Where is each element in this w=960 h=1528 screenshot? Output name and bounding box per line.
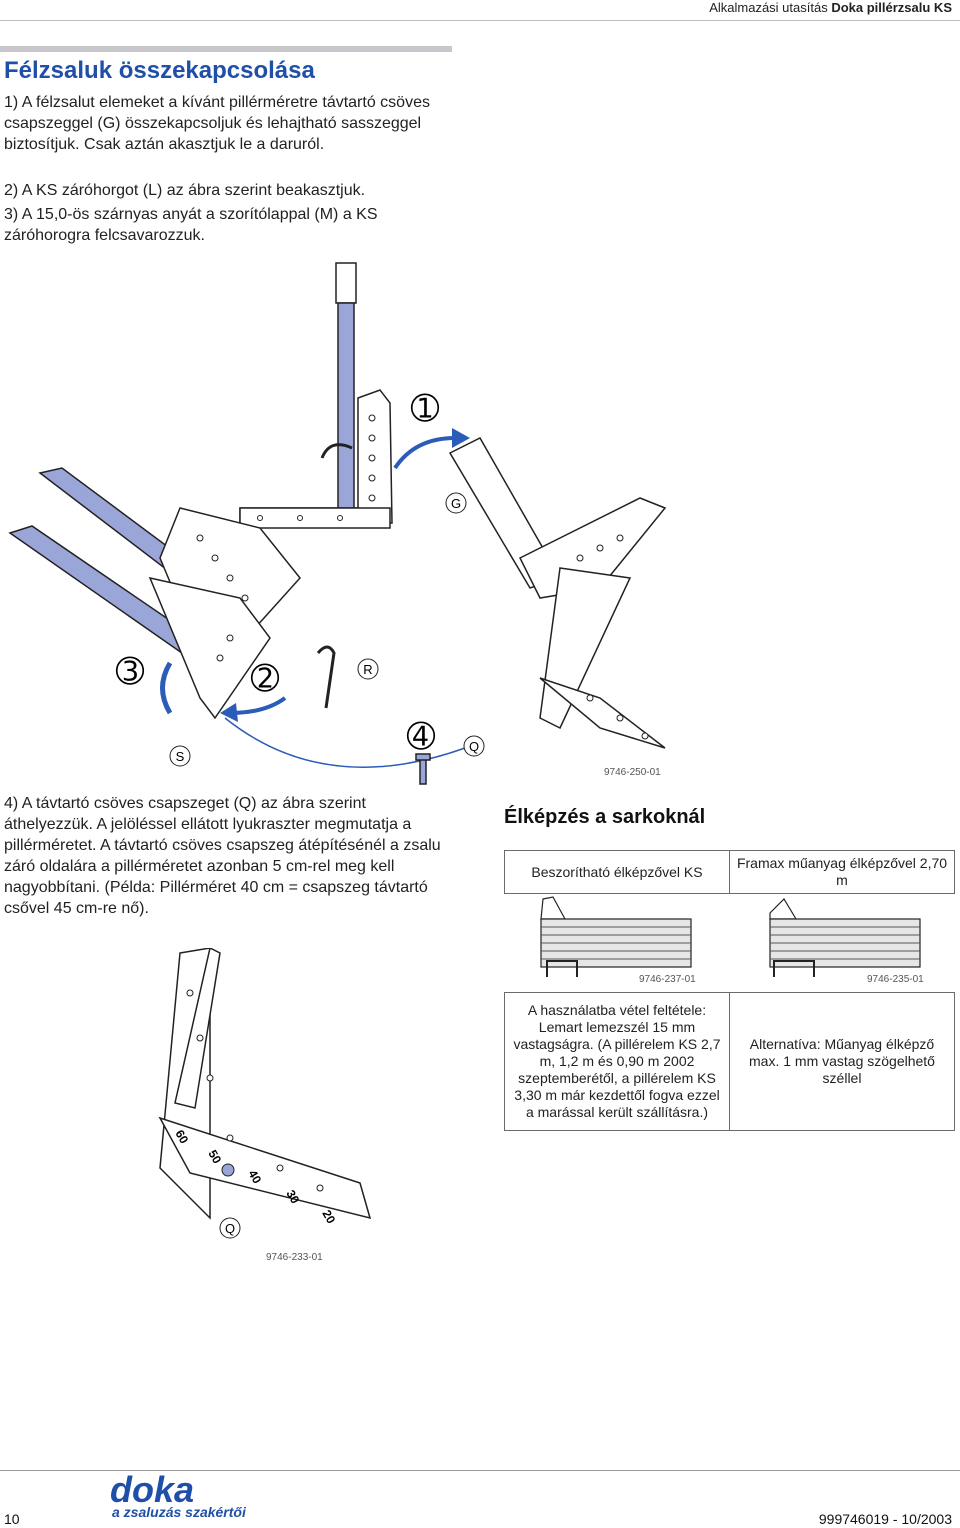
header-title-normal: Alkalmazási utasítás [709, 0, 828, 15]
left-panel-b [8, 525, 271, 720]
logo-wordmark: doka [110, 1474, 194, 1506]
header-divider [0, 20, 960, 21]
upper-panel-holes [257, 414, 376, 521]
mark-30: 30 [283, 1188, 302, 1207]
instruction-step-4: 4) A távtartó csöves csapszeget (Q) az á… [4, 795, 441, 917]
mark-40: 40 [245, 1168, 264, 1187]
right-panel [448, 437, 667, 749]
running-header: Alkalmazási utasítás Doka pillérzsalu KS [709, 0, 952, 15]
grid-holes [186, 989, 324, 1192]
col1-note: A használatba vétel feltétele: Lemart le… [504, 992, 730, 1131]
instruction-step-1: 1) A félzsalut elemeket a kívánt pillérm… [4, 94, 430, 153]
footer-divider [0, 1470, 960, 1471]
col1-code: 9746-237-01 [639, 974, 696, 985]
col2-code: 9746-235-01 [867, 974, 924, 985]
label-q-2: Q [225, 1221, 235, 1236]
right-panel-holes [576, 534, 649, 740]
assembly-diagram: ➀ ➁ ➂ ➃ G R S Q 9746-250-01 [8, 262, 667, 785]
left-panel-holes [196, 534, 249, 662]
panel-edge [158, 948, 372, 1220]
corner-title: Élképzés a sarkoknál [504, 806, 706, 828]
col2-note: Alternatíva: Műanyag élképző max. 1 mm v… [729, 992, 955, 1131]
label-q: Q [469, 739, 479, 754]
logo-tagline: a zsaluzás szakértői [112, 1504, 246, 1520]
hook-r [316, 645, 336, 709]
mark-50: 50 [205, 1148, 224, 1167]
mark-60: 60 [172, 1128, 191, 1147]
instruction-step-2: 2) A KS záróhorgot (L) az ábra szerint b… [4, 182, 366, 199]
figure2-code: 9746-233-01 [266, 1252, 323, 1263]
pin-hole-marker [221, 1163, 235, 1177]
rotate-arrow-1 [393, 436, 456, 470]
arrow-head-1 [452, 428, 470, 448]
mark-20: 20 [319, 1208, 338, 1227]
spacer-pin [415, 753, 431, 785]
instruction-step-3: 3) A 15,0-ös szárnyas anyát a szorítólap… [4, 206, 378, 244]
step-2-label: ➁ [251, 660, 280, 698]
section-bar [0, 46, 452, 52]
doka-logo: doka [110, 1474, 194, 1506]
label-s: S [176, 749, 185, 764]
step-4-label: ➃ [407, 718, 436, 756]
col1-illustration: 9746-237-01 [540, 896, 696, 985]
col1-header: Beszorítható élképzővel KS [504, 850, 730, 894]
page-number: 10 [4, 1511, 20, 1527]
col2-illustration: 9746-235-01 [769, 898, 924, 985]
section-title: Félzsaluk összekapcsolása [4, 57, 315, 84]
step-1-label: ➀ [411, 390, 440, 428]
arrow-head-2 [220, 703, 238, 722]
step-3-label: ➂ [116, 653, 145, 691]
label-g: G [451, 496, 461, 511]
label-r: R [363, 662, 372, 677]
col2-header: Framax műanyag élképzővel 2,70 m [729, 850, 955, 894]
rotate-arrow-2 [229, 696, 287, 715]
upper-panel [239, 262, 393, 529]
rotate-arrow-3 [160, 661, 173, 715]
hole-grid-diagram: 60 50 40 30 20 Q 9746-233-01 [158, 948, 372, 1263]
header-title-bold: Doka pillérzsalu KS [831, 0, 952, 15]
document-id: 999746019 - 10/2003 [818, 1511, 952, 1527]
figure1-code: 9746-250-01 [604, 767, 661, 778]
